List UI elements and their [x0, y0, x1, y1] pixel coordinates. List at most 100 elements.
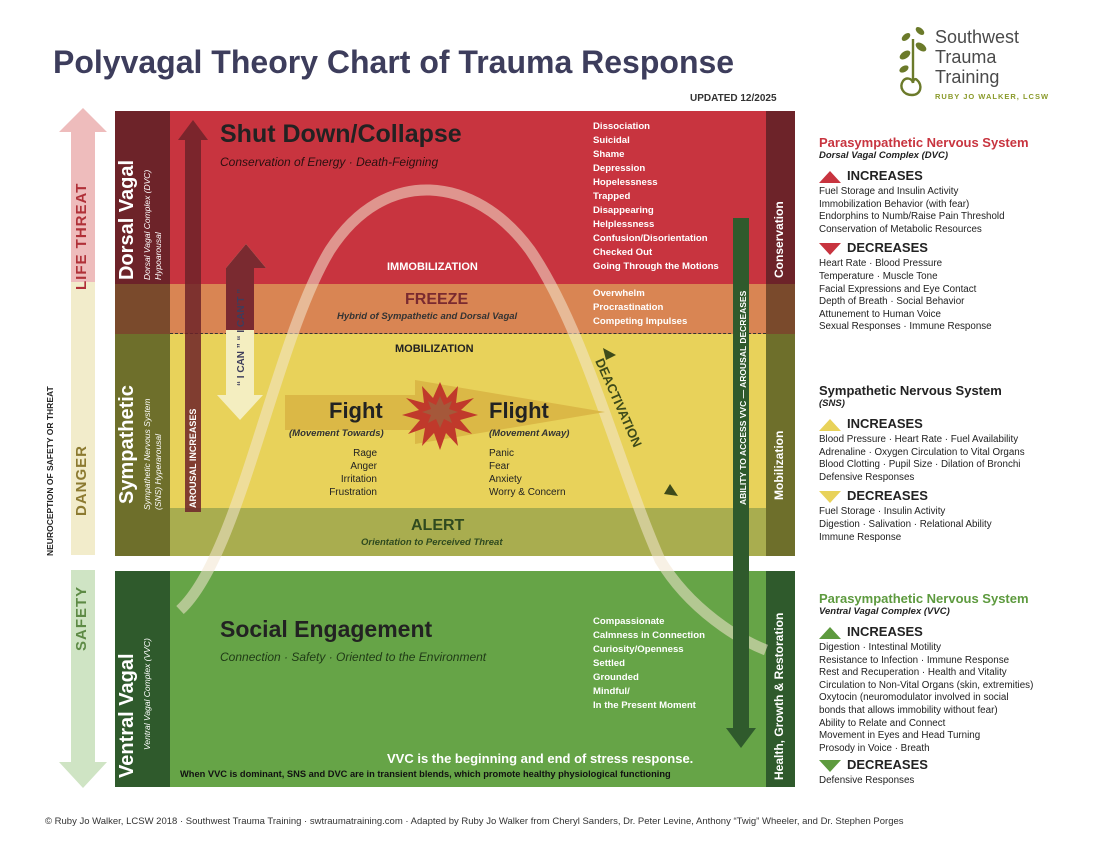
shutdown-subtitle: Conservation of Energy · Death-Feigning — [220, 155, 439, 169]
decreases-header: DECREASES — [819, 488, 1094, 503]
decrease-item: Defensive Responses — [819, 775, 915, 787]
shutdown-item: Hopelessness — [593, 177, 658, 188]
increase-item: Circulation to Non-Vital Organs (skin, e… — [819, 679, 1034, 691]
increase-item: Blood Clotting · Pupil Size · Dilation o… — [819, 459, 1021, 471]
decrease-item: Facial Expressions and Eye Contact — [819, 283, 977, 295]
panel-title: Parasympathetic Nervous System — [819, 135, 1029, 150]
flight-item: Panic — [489, 448, 515, 459]
freeze-item: Overwhelm — [593, 288, 645, 299]
panel-subtitle: (SNS) — [819, 398, 845, 409]
increase-item: Blood Pressure · Heart Rate · Fuel Avail… — [819, 434, 1019, 445]
social-item: In the Present Moment — [593, 700, 696, 711]
panel-pns-vvc: Parasympathetic Nervous System Ventral V… — [819, 591, 1094, 788]
fight-item: Irritation — [340, 474, 377, 485]
arrow-down-icon — [819, 759, 841, 772]
arousal-increases-label: AROUSAL INCREASES — [188, 408, 198, 508]
ability-label: ABILITY TO ACCESS VVC — AROUSAL DECREASE… — [738, 290, 748, 505]
flight-item: Worry & Concern — [489, 487, 566, 498]
freeze-item: Competing Impulses — [593, 316, 688, 327]
col-sympathetic — [115, 334, 170, 556]
flight-item: Anxiety — [489, 474, 522, 485]
increase-item: Oxytocin (neuromodulator involved in soc… — [819, 692, 1009, 704]
logo-subtitle: RUBY JO WALKER, LCSW — [935, 92, 1050, 101]
threat-safety-arrow — [59, 108, 107, 788]
fight-item: Rage — [353, 448, 377, 459]
footer-credits: © Ruby Jo Walker, LCSW 2018 · Southwest … — [45, 816, 904, 827]
i-can-label: “ I CAN ” “ I CAN’T ” — [236, 288, 247, 386]
deactivation-top-icon — [603, 348, 616, 360]
decreases-header: DECREASES — [819, 757, 1094, 772]
shutdown-item: Trapped — [593, 191, 631, 202]
updated-date: UPDATED 12/2025 — [690, 93, 777, 104]
increases-list: Blood Pressure · Heart Rate · Fuel Avail… — [819, 434, 1094, 484]
deactivation-bottom-icon — [664, 484, 678, 496]
panel-title: Sympathetic Nervous System — [819, 383, 1002, 398]
arrow-up-icon — [819, 170, 841, 183]
decrease-item: Heart Rate · Blood Pressure — [819, 258, 943, 270]
fight-item: Frustration — [329, 487, 377, 498]
increase-item: Conservation of Metabolic Resources — [819, 223, 982, 235]
flight-item: Fear — [489, 461, 510, 472]
freeze-divider — [170, 333, 766, 334]
increases-header: INCREASES — [819, 624, 1094, 639]
decrease-item: Temperature · Muscle Tone — [819, 270, 938, 282]
alert-subtitle: Orientation to Perceived Threat — [361, 537, 503, 548]
mobilization-label: MOBILIZATION — [395, 343, 474, 355]
flight-title: Flight — [489, 398, 549, 423]
immobilization-label: IMMOBILIZATION — [387, 261, 478, 273]
alert-title: ALERT — [411, 517, 465, 534]
decrease-item: Sexual Responses · Immune Response — [819, 321, 992, 333]
decrease-item: Attunement to Human Voice — [819, 308, 941, 320]
arousal-arrow — [178, 120, 208, 512]
arousal-curve — [176, 184, 769, 656]
shutdown-item: Suicidal — [593, 135, 630, 146]
increases-header: INCREASES — [819, 168, 1094, 183]
decreases-header: DECREASES — [819, 240, 1094, 255]
shutdown-item: Dissociation — [593, 121, 651, 132]
decrease-item: Digestion · Salivation · Relational Abil… — [819, 518, 992, 530]
col-health — [766, 571, 795, 787]
increase-item: Immobilization Behavior (with fear) — [819, 198, 970, 210]
increase-item: Adrenaline · Oxygen Circulation to Vital… — [819, 446, 1025, 458]
arrow-down-icon — [819, 242, 841, 255]
social-item: Calmness in Connection — [593, 630, 705, 641]
decrease-item: Fuel Storage · Insulin Activity — [819, 506, 946, 518]
page-title: Polyvagal Theory Chart of Trauma Respons… — [53, 44, 735, 80]
shutdown-item: Going Through the Motions — [593, 261, 719, 272]
social-item: Curiosity/Openness — [593, 644, 684, 655]
shutdown-item: Disappearing — [593, 205, 654, 216]
increase-item: Rest and Recuperation · Health and Vital… — [819, 667, 1007, 679]
vvc-line1: VVC is the beginning and end of stress r… — [387, 751, 694, 766]
decrease-item: Immune Response — [819, 531, 902, 543]
arrow-up-icon — [819, 418, 841, 431]
increase-item: Endorphins to Numb/Raise Pain Threshold — [819, 211, 1005, 223]
increase-item: Prosody in Voice · Breath — [819, 742, 930, 754]
increases-header: INCREASES — [819, 416, 1094, 431]
increase-item: Movement in Eyes and Head Turning — [819, 730, 981, 742]
panel-sns: Sympathetic Nervous System (SNS) INCREAS… — [819, 383, 1094, 544]
freeze-subtitle: Hybrid of Sympathetic and Dorsal Vagal — [337, 311, 518, 322]
increase-item: Ability to Relate and Connect — [819, 717, 946, 729]
fight-title: Fight — [329, 398, 383, 423]
fight-item: Anger — [350, 461, 377, 472]
col-dorsal — [115, 111, 170, 284]
social-title: Social Engagement — [220, 616, 433, 642]
shutdown-item: Depression — [593, 163, 646, 174]
shutdown-item: Shame — [593, 149, 625, 160]
decrease-item: Depth of Breath · Social Behavior — [819, 296, 965, 308]
ability-arrow — [726, 218, 756, 748]
col-conservation — [766, 111, 795, 284]
social-subtitle: Connection · Safety · Oriented to the En… — [220, 650, 487, 664]
increase-item: bonds that allows immobility without fea… — [819, 704, 998, 716]
panel-pns-dvc: Parasympathetic Nervous System Dorsal Va… — [819, 135, 1094, 334]
increase-item: Resistance to Infection · Immune Respons… — [819, 654, 1010, 666]
band-social — [115, 571, 795, 787]
